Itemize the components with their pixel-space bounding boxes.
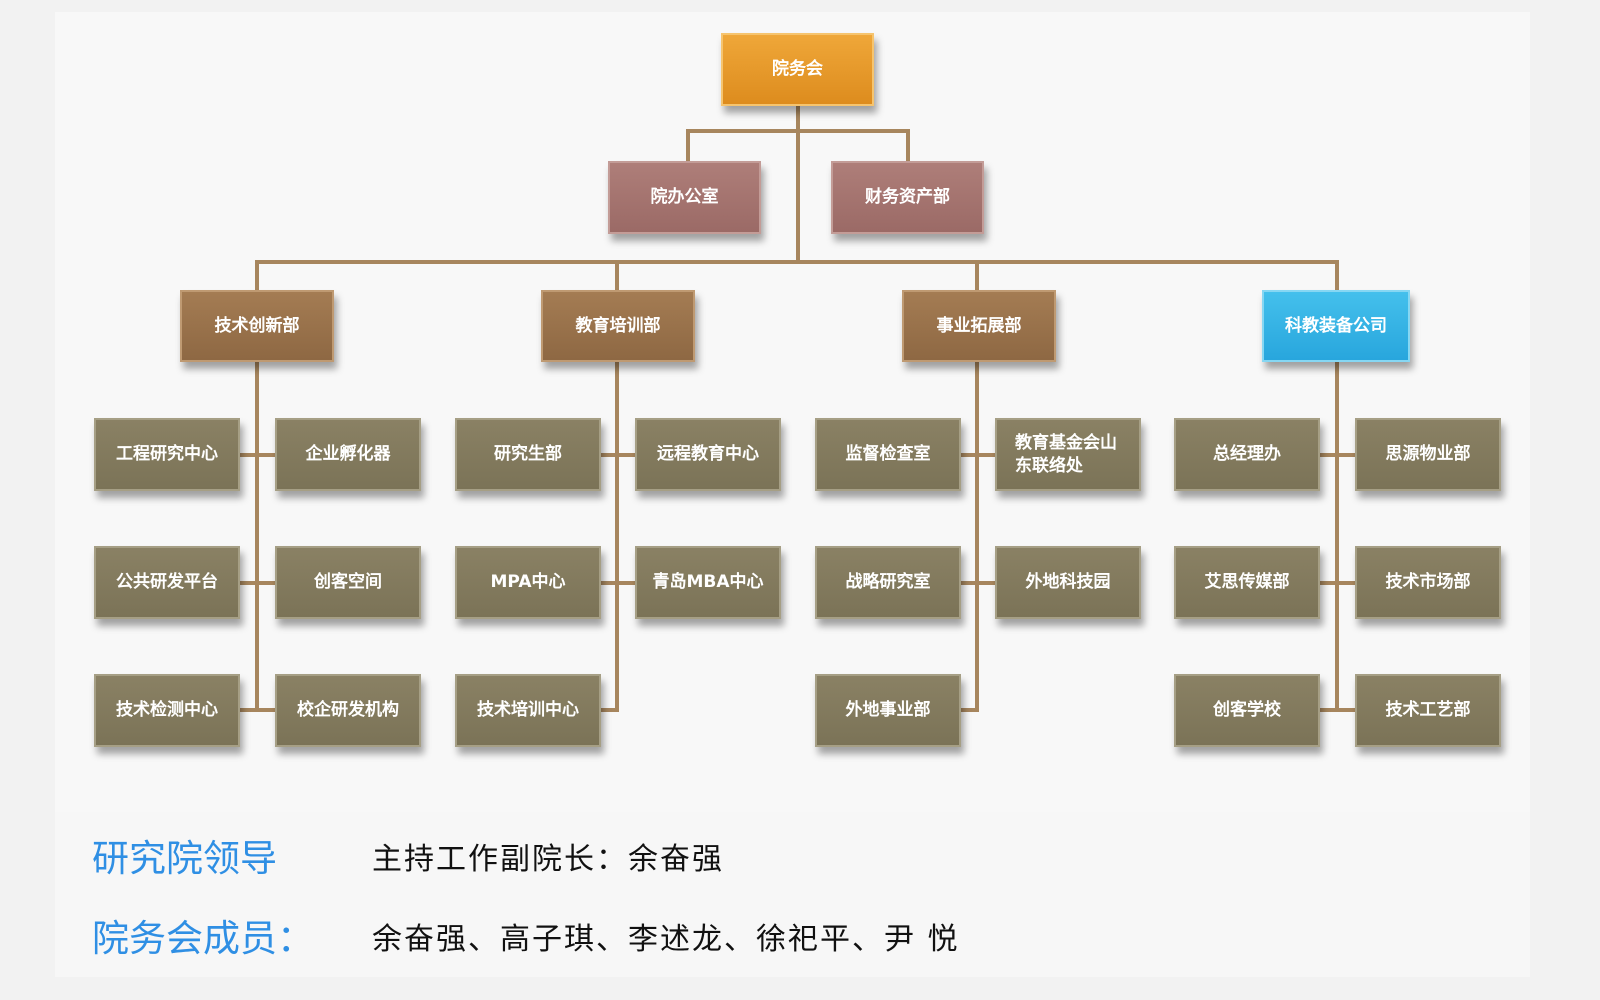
node-unit: 外地科技园 (995, 546, 1141, 619)
node-unit: 技术工艺部 (1355, 674, 1501, 747)
node-department-4: 科教装备公司 (1262, 290, 1410, 362)
node-unit: 战略研究室 (815, 546, 961, 619)
node-unit: 工程研究中心 (94, 418, 240, 491)
node-unit: 企业孵化器 (275, 418, 421, 491)
node-department-1: 技术创新部 (180, 290, 334, 362)
node-unit: 外地事业部 (815, 674, 961, 747)
node-unit: 技术培训中心 (455, 674, 601, 747)
node-department-2: 教育培训部 (541, 290, 695, 362)
leaders-value: 主持工作副院长：余奋强 (372, 842, 724, 877)
node-unit: 校企研发机构 (275, 674, 421, 747)
node-unit: 研究生部 (455, 418, 601, 491)
node-unit: 远程教育中心 (635, 418, 781, 491)
node-department-3: 事业拓展部 (902, 290, 1056, 362)
node-unit: 技术检测中心 (94, 674, 240, 747)
node-unit: 艾思传媒部 (1174, 546, 1320, 619)
node-unit-label: 教育基金会山东联络处 (1015, 432, 1117, 476)
members-value: 余奋强、高子琪、李述龙、徐祀平、尹 悦 (372, 922, 960, 957)
footer-background (55, 812, 1530, 977)
node-office-1: 院办公室 (608, 161, 761, 234)
leaders-label: 研究院领导 (92, 837, 277, 880)
node-unit: 青岛MBA中心 (635, 546, 781, 619)
node-unit: 总经理办 (1174, 418, 1320, 491)
node-unit: 思源物业部 (1355, 418, 1501, 491)
node-unit: 监督检查室 (815, 418, 961, 491)
node-unit: MPA中心 (455, 546, 601, 619)
members-label: 院务会成员： (92, 917, 314, 960)
node-office-2: 财务资产部 (831, 161, 984, 234)
node-unit: 创客学校 (1174, 674, 1320, 747)
node-unit: 技术市场部 (1355, 546, 1501, 619)
node-unit: 公共研发平台 (94, 546, 240, 619)
node-unit: 教育基金会山东联络处 (995, 418, 1141, 491)
node-council: 院务会 (721, 33, 874, 106)
node-unit: 创客空间 (275, 546, 421, 619)
